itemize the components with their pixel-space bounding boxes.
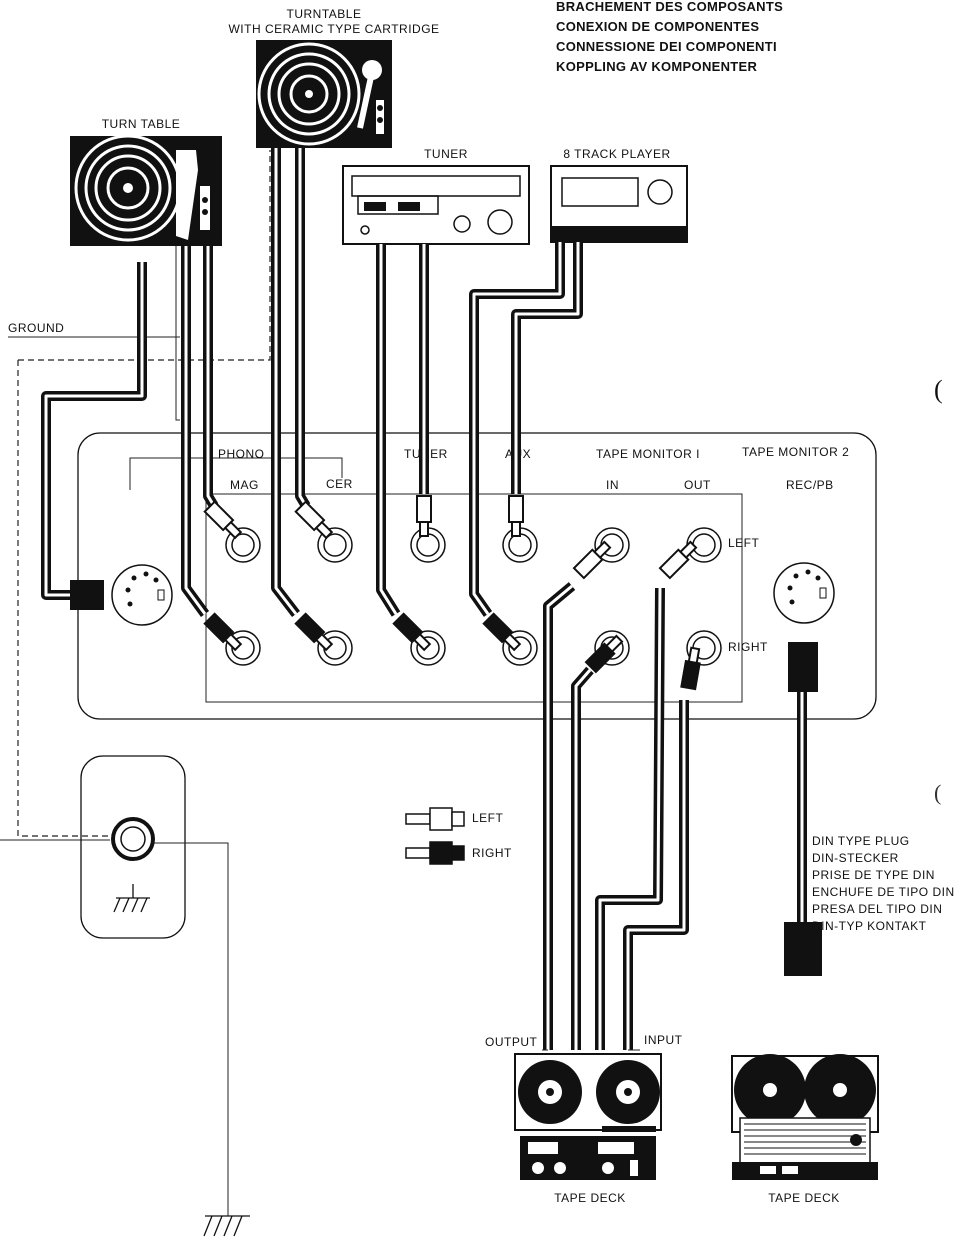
svg-text:DIN-TYP KONTAKT: DIN-TYP KONTAKT [812, 919, 927, 933]
turntable-ground-thin [175, 246, 180, 421]
ground-wire-dashed-ceramic [18, 150, 271, 361]
plug-tm-in-left [572, 540, 612, 580]
label-tape-monitor-1: TAPE MONITOR I [596, 447, 700, 461]
header-title: BRACHEMENT DES COMPOSANTS CONEXION DE CO… [556, 0, 783, 74]
plug-cer-right [294, 612, 334, 652]
cable-cer-right [271, 148, 300, 618]
margin-mark-2: ( [934, 780, 941, 805]
plug-mag-right [203, 612, 243, 652]
tape-deck-left-icon [514, 1053, 662, 1180]
cables [41, 148, 822, 1050]
label-mag: MAG [230, 478, 259, 492]
din-plug-rec-pb-top [788, 642, 818, 692]
cable-turntable-din [41, 262, 147, 600]
tuner-label: TUNER [424, 147, 468, 161]
jack-tuner-right [410, 630, 446, 666]
jack-aux-right [502, 630, 538, 666]
din-socket-rec-pb [773, 562, 835, 624]
tuner-icon [342, 165, 530, 245]
label-left: LEFT [728, 536, 760, 550]
title-line-3: CONNESSIONE DEI COMPONENTI [556, 39, 777, 54]
tape-deck-right-icon [731, 1054, 879, 1180]
legend-left-label: LEFT [472, 811, 504, 825]
earth-wire [153, 842, 229, 1216]
phono-bracket [129, 457, 343, 490]
turntable-icon [70, 134, 222, 246]
eight-track-icon [550, 165, 688, 243]
ground-wire-dashed-main [17, 360, 110, 837]
din-plug-tape-deck [784, 922, 822, 976]
eight-track-label: 8 TRACK PLAYER [563, 147, 670, 161]
plug-cer-left [294, 500, 334, 540]
jack-mag-left [225, 527, 261, 563]
tape-deck-right-label: TAPE DECK [768, 1191, 840, 1205]
legend-right-plug-icon [405, 841, 465, 865]
cable-tm-in-left [543, 582, 576, 1050]
title-line-4: KOPPLING AV KOMPONENTER [556, 59, 758, 74]
plug-tm-out-right [680, 646, 701, 691]
label-tape-monitor-2: TAPE MONITOR 2 [742, 445, 849, 459]
cable-tuner-right [376, 244, 401, 617]
plug-mag-left [203, 500, 243, 540]
plug-tm-in-right [584, 634, 624, 674]
jack-cer-left [317, 527, 353, 563]
tape-deck-left-label: TAPE DECK [554, 1191, 626, 1205]
din-socket-left [111, 564, 173, 626]
turntable-ceramic-label-1: TURNTABLE [287, 7, 362, 21]
earth-ground-symbol [203, 1215, 250, 1237]
svg-text:ENCHUFE DE TIPO DIN: ENCHUFE DE TIPO DIN [812, 885, 955, 899]
margin-mark-1: ( [934, 375, 943, 404]
din-plug-left [70, 580, 104, 610]
label-input: INPUT [644, 1033, 683, 1047]
title-line-2: CONEXION DE COMPONENTES [556, 19, 759, 34]
turntable-ceramic-icon [256, 40, 392, 148]
rca-plugs [203, 495, 701, 691]
ground-terminal-box [80, 755, 186, 939]
svg-text:DIN-STECKER: DIN-STECKER [812, 851, 899, 865]
label-out: OUT [684, 478, 711, 492]
ground-label: GROUND [8, 321, 64, 335]
svg-text:PRISE DE TYPE DIN: PRISE DE TYPE DIN [812, 868, 935, 882]
cable-tm-in-right [571, 666, 594, 1050]
label-in: IN [606, 478, 619, 492]
legend-right-label: RIGHT [472, 846, 512, 860]
label-cer: CER [326, 477, 353, 491]
label-rec-pb: REC/PB [786, 478, 834, 492]
svg-text:DIN TYPE PLUG: DIN TYPE PLUG [812, 834, 910, 848]
title-line-1: BRACHEMENT DES COMPOSANTS [556, 0, 783, 14]
turntable-ceramic-label-2: WITH CERAMIC TYPE CARTRIDGE [228, 22, 439, 36]
din-type-labels: DIN TYPE PLUG DIN-STECKER PRISE DE TYPE … [812, 834, 955, 933]
plug-aux-left [508, 495, 524, 537]
label-phono: PHONO [218, 447, 265, 461]
plug-tm-out-left [658, 540, 698, 580]
plug-aux-right [482, 612, 522, 652]
label-output: OUTPUT [485, 1035, 538, 1049]
legend-left-plug-icon [405, 807, 465, 831]
plug-tuner-left [416, 495, 432, 537]
turntable-label: TURN TABLE [102, 117, 181, 131]
svg-text:PRESA DEL TIPO DIN: PRESA DEL TIPO DIN [812, 902, 942, 916]
plug-tuner-right [392, 612, 432, 652]
cable-mag-right [181, 246, 210, 617]
label-right: RIGHT [728, 640, 768, 654]
